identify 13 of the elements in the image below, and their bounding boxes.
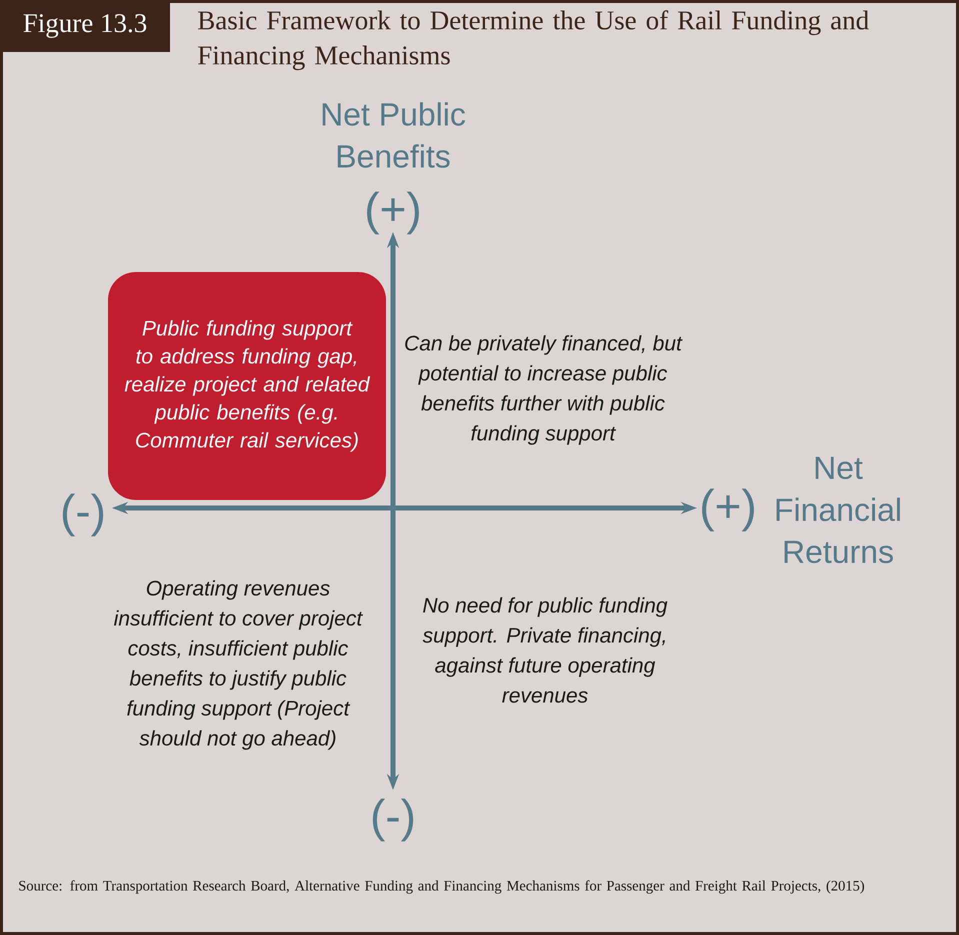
figure-number-tab: Figure 13.3 — [0, 0, 170, 52]
quadrant-text: No need for public funding support. Private financing, against future operating revenues — [422, 597, 668, 703]
axis-end-sign: (+) — [702, 488, 754, 532]
quadrant-text: Can be privately financed, but potential to increase public benefits further with public funding support — [405, 335, 683, 445]
axis-end-sign: (-) — [372, 798, 414, 842]
axis-end-sign: (+) — [367, 192, 419, 234]
highlight-box: Public funding support to address funding gap, realize project and related public benefits (e.g. Commuter rail services) — [108, 272, 386, 500]
axis-title: Net Public Benefits — [322, 102, 466, 168]
source-note: Source: from Transportation Research Board, Alternative Funding and Financing Mechanisms for Passenger and Freight Rail Projects, (2015) — [19, 880, 864, 894]
quadrant-text: Operating revenues insufficient to cover project costs, insufficient public benefits to justify public funding support (Project should not go ahead) — [114, 580, 363, 750]
title: Basic Framework to Determine the Use of Rail Funding and Financing Mechanisms — [198, 10, 869, 70]
axis-end-sign: (-) — [62, 494, 104, 536]
axis-title: Net Financial Returns — [776, 456, 900, 564]
